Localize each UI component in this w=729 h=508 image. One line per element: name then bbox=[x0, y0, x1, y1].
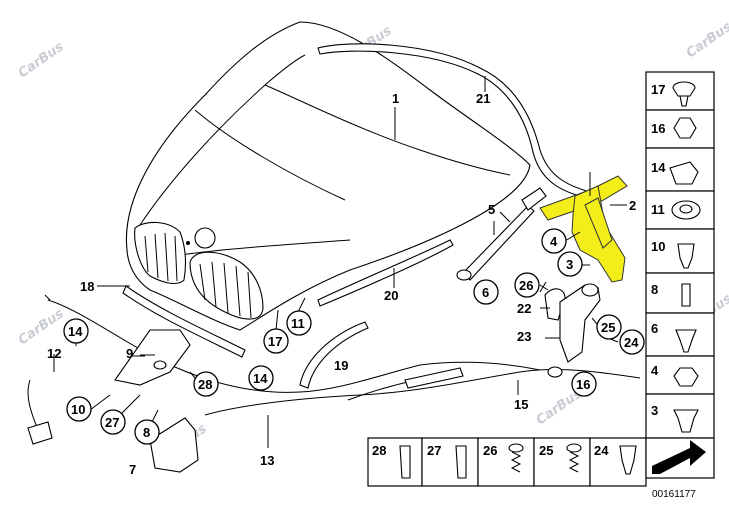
callout-8: 8 bbox=[143, 425, 150, 440]
hood-latch-parts bbox=[27, 329, 199, 473]
callout-12: 12 bbox=[47, 346, 61, 361]
callout-11: 11 bbox=[291, 316, 305, 331]
callout-21: 21 bbox=[476, 91, 490, 106]
callout-1: 1 bbox=[392, 91, 399, 106]
legend-item-3: 3 bbox=[651, 403, 658, 418]
callout-10: 10 bbox=[71, 402, 85, 417]
callout-14-left: 14 bbox=[68, 324, 83, 339]
circled-callouts: 11 17 6 4 3 26 25 24 16 14 14 28 10 27 8 bbox=[63, 228, 645, 445]
legend-item-8: 8 bbox=[651, 282, 658, 297]
hood-hinge-highlight bbox=[539, 172, 628, 283]
callout-25: 25 bbox=[601, 320, 615, 335]
legend-item-24: 24 bbox=[594, 443, 609, 458]
legend-item-28: 28 bbox=[372, 443, 386, 458]
callout-14-center: 14 bbox=[253, 371, 268, 386]
callout-18: 18 bbox=[80, 279, 94, 294]
legend-item-25: 25 bbox=[539, 443, 553, 458]
legend-item-11: 11 bbox=[651, 202, 665, 217]
callout-15: 15 bbox=[514, 397, 528, 412]
callout-17: 17 bbox=[268, 334, 282, 349]
callout-27: 27 bbox=[105, 415, 119, 430]
legend-item-4: 4 bbox=[651, 363, 659, 378]
legend-item-27: 27 bbox=[427, 443, 441, 458]
trim-part-19 bbox=[299, 321, 369, 389]
legend-item-16: 16 bbox=[651, 121, 665, 136]
callout-26: 26 bbox=[519, 278, 533, 293]
callout-2: 2 bbox=[629, 198, 636, 213]
legend-item-14: 14 bbox=[651, 160, 666, 175]
legend-item-6: 6 bbox=[651, 321, 658, 336]
watermark: CarBus bbox=[684, 19, 729, 61]
callout-20: 20 bbox=[384, 288, 398, 303]
gas-strut-part-5 bbox=[456, 187, 547, 281]
seal-part-18 bbox=[122, 285, 246, 358]
callout-9: 9 bbox=[126, 346, 133, 361]
callout-28: 28 bbox=[198, 377, 212, 392]
callout-24: 24 bbox=[624, 335, 639, 350]
callout-3: 3 bbox=[566, 257, 573, 272]
watermark: CarBus bbox=[16, 306, 67, 348]
diagram-id: 00161177 bbox=[652, 489, 696, 500]
side-legend: 17 16 14 11 10 8 6 4 3 bbox=[645, 71, 715, 439]
callout-6: 6 bbox=[482, 285, 489, 300]
callout-5: 5 bbox=[488, 202, 495, 217]
watermark: CarBus bbox=[16, 39, 67, 81]
legend-item-10: 10 bbox=[651, 239, 665, 254]
callout-labels: 1 21 2 5 18 20 19 15 23 22 12 9 7 13 bbox=[47, 91, 636, 477]
callout-22: 22 bbox=[517, 301, 531, 316]
callout-4: 4 bbox=[550, 234, 558, 249]
callout-7: 7 bbox=[129, 462, 136, 477]
arrow-icon bbox=[652, 440, 706, 474]
release-cables bbox=[27, 294, 641, 448]
callout-23: 23 bbox=[517, 329, 531, 344]
seal-part-20 bbox=[317, 239, 454, 307]
legend-item-26: 26 bbox=[483, 443, 497, 458]
bottom-legend: 28 27 26 25 24 00161177 bbox=[367, 437, 715, 500]
callout-13: 13 bbox=[260, 453, 274, 468]
hood-part bbox=[125, 21, 531, 331]
lock-bracket-assembly bbox=[539, 281, 601, 363]
legend-item-17: 17 bbox=[651, 82, 665, 97]
callout-19: 19 bbox=[334, 358, 348, 373]
callout-16: 16 bbox=[576, 377, 590, 392]
